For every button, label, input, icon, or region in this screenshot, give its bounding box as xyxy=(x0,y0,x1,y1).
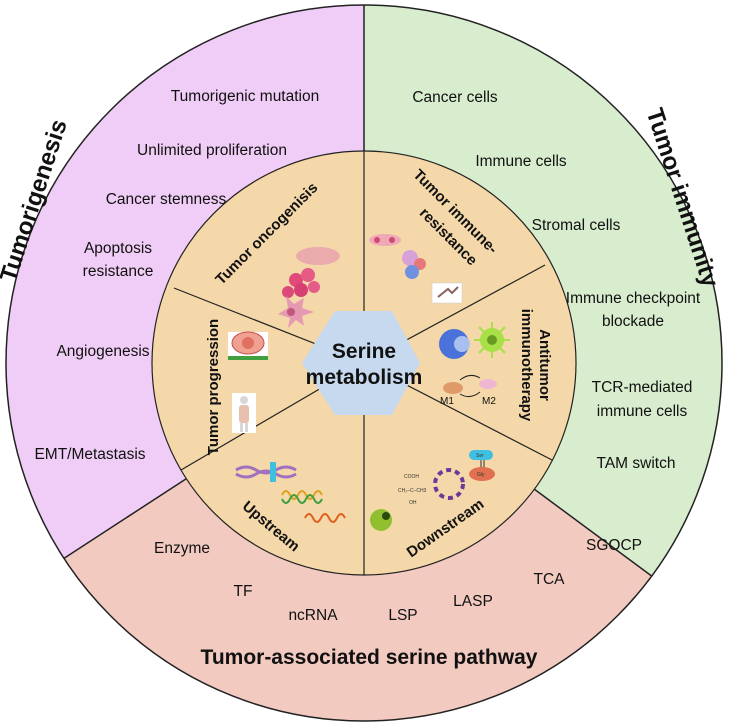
progression-label: Tumor progression xyxy=(205,319,222,455)
upstream-illustration xyxy=(235,462,346,523)
immune-cells-illustration xyxy=(369,234,463,304)
center-title-line2: metabolism xyxy=(306,366,423,389)
tumorigenesis-item: Unlimited proliferation xyxy=(137,142,287,159)
tumorigenesis-item: Angiogenesis xyxy=(56,343,149,360)
immunity-item: TAM switch xyxy=(597,455,676,472)
immunity-item: Immune checkpoint xyxy=(566,290,701,307)
progression-illustration xyxy=(228,331,268,433)
tumorigenesis-item: EMT/Metastasis xyxy=(34,446,145,463)
pathway-item: Enzyme xyxy=(154,540,210,557)
immunity-item: immune cells xyxy=(597,403,688,420)
immunity-item: Stromal cells xyxy=(532,217,621,234)
tumorigenesis-item: Cancer stemness xyxy=(106,191,227,208)
immunity-item: blockade xyxy=(602,313,664,330)
outer-circle-border xyxy=(5,4,723,722)
pathway-item: LASP xyxy=(453,593,493,610)
pathway-item: ncRNA xyxy=(288,607,338,624)
pathway-item: TF xyxy=(234,583,253,600)
center-hexagon xyxy=(302,311,420,415)
antitumor-label-2: immunotherapy xyxy=(518,309,535,422)
pathway-item: TCA xyxy=(534,571,566,588)
tumor-immunity-items: Cancer cells Immune cells Stromal cells … xyxy=(412,89,701,472)
tumorigenesis-item: Apoptosis xyxy=(84,240,152,257)
antitumor-label-1: Antitumor xyxy=(536,329,553,401)
immunity-item: Cancer cells xyxy=(412,89,498,106)
center-title-line1: Serine xyxy=(332,340,396,363)
cancer-cells-illustration xyxy=(278,247,340,328)
m1-label: M1 xyxy=(440,396,454,407)
m2-label: M2 xyxy=(482,396,496,407)
tumorigenesis-item: Tumorigenic mutation xyxy=(171,88,319,105)
pathway-item: LSP xyxy=(388,607,417,624)
pathway-items: Enzyme TF ncRNA LSP LASP TCA SGOCP xyxy=(154,537,642,624)
immunity-item: TCR-mediated xyxy=(592,379,693,396)
immunity-item: Immune cells xyxy=(475,153,567,170)
gly-label: Gly xyxy=(477,472,485,478)
oh-label: OH xyxy=(409,500,417,506)
immunotherapy-illustration: M1 M2 xyxy=(439,322,510,407)
ser-label: Ser xyxy=(476,453,484,459)
downstream-illustration: COOH CH₂–C–CH3 OH Ser Gly xyxy=(370,450,495,531)
pathway-item: SGOCP xyxy=(586,537,642,554)
cooh-label: COOH xyxy=(404,474,419,480)
tumorigenesis-item: resistance xyxy=(83,263,154,280)
chain-label: CH₂–C–CH3 xyxy=(398,488,427,494)
tumorigenesis-items: Tumorigenic mutation Unlimited prolifera… xyxy=(34,88,319,463)
pathway-title: Tumor-associated serine pathway xyxy=(201,646,538,669)
